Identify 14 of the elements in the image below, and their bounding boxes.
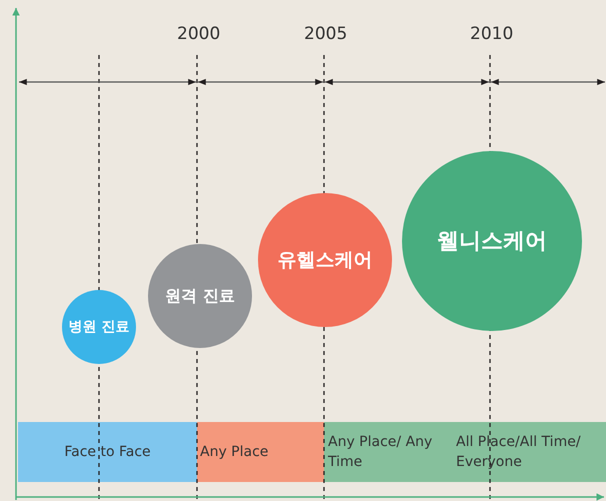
period-band bbox=[324, 422, 606, 482]
period-label: All Place/All Time/ Everyone bbox=[456, 433, 582, 472]
period-band bbox=[18, 422, 197, 482]
period-label: Any Place bbox=[200, 443, 268, 462]
year-label: 2010 bbox=[470, 24, 514, 44]
year-label: 2000 bbox=[177, 24, 220, 44]
stage-name: 유헬스케어 bbox=[278, 248, 372, 273]
period-label: Face to Face bbox=[63, 443, 152, 462]
period-label: Any Place/ Any Time bbox=[328, 433, 434, 472]
stage-name: 원격 진료 bbox=[165, 286, 235, 306]
year-label: 2005 bbox=[304, 24, 348, 44]
stage-name: 웰니스케어 bbox=[437, 228, 547, 256]
period-band bbox=[197, 422, 324, 482]
stage-name: 병원 진료 bbox=[68, 318, 130, 336]
